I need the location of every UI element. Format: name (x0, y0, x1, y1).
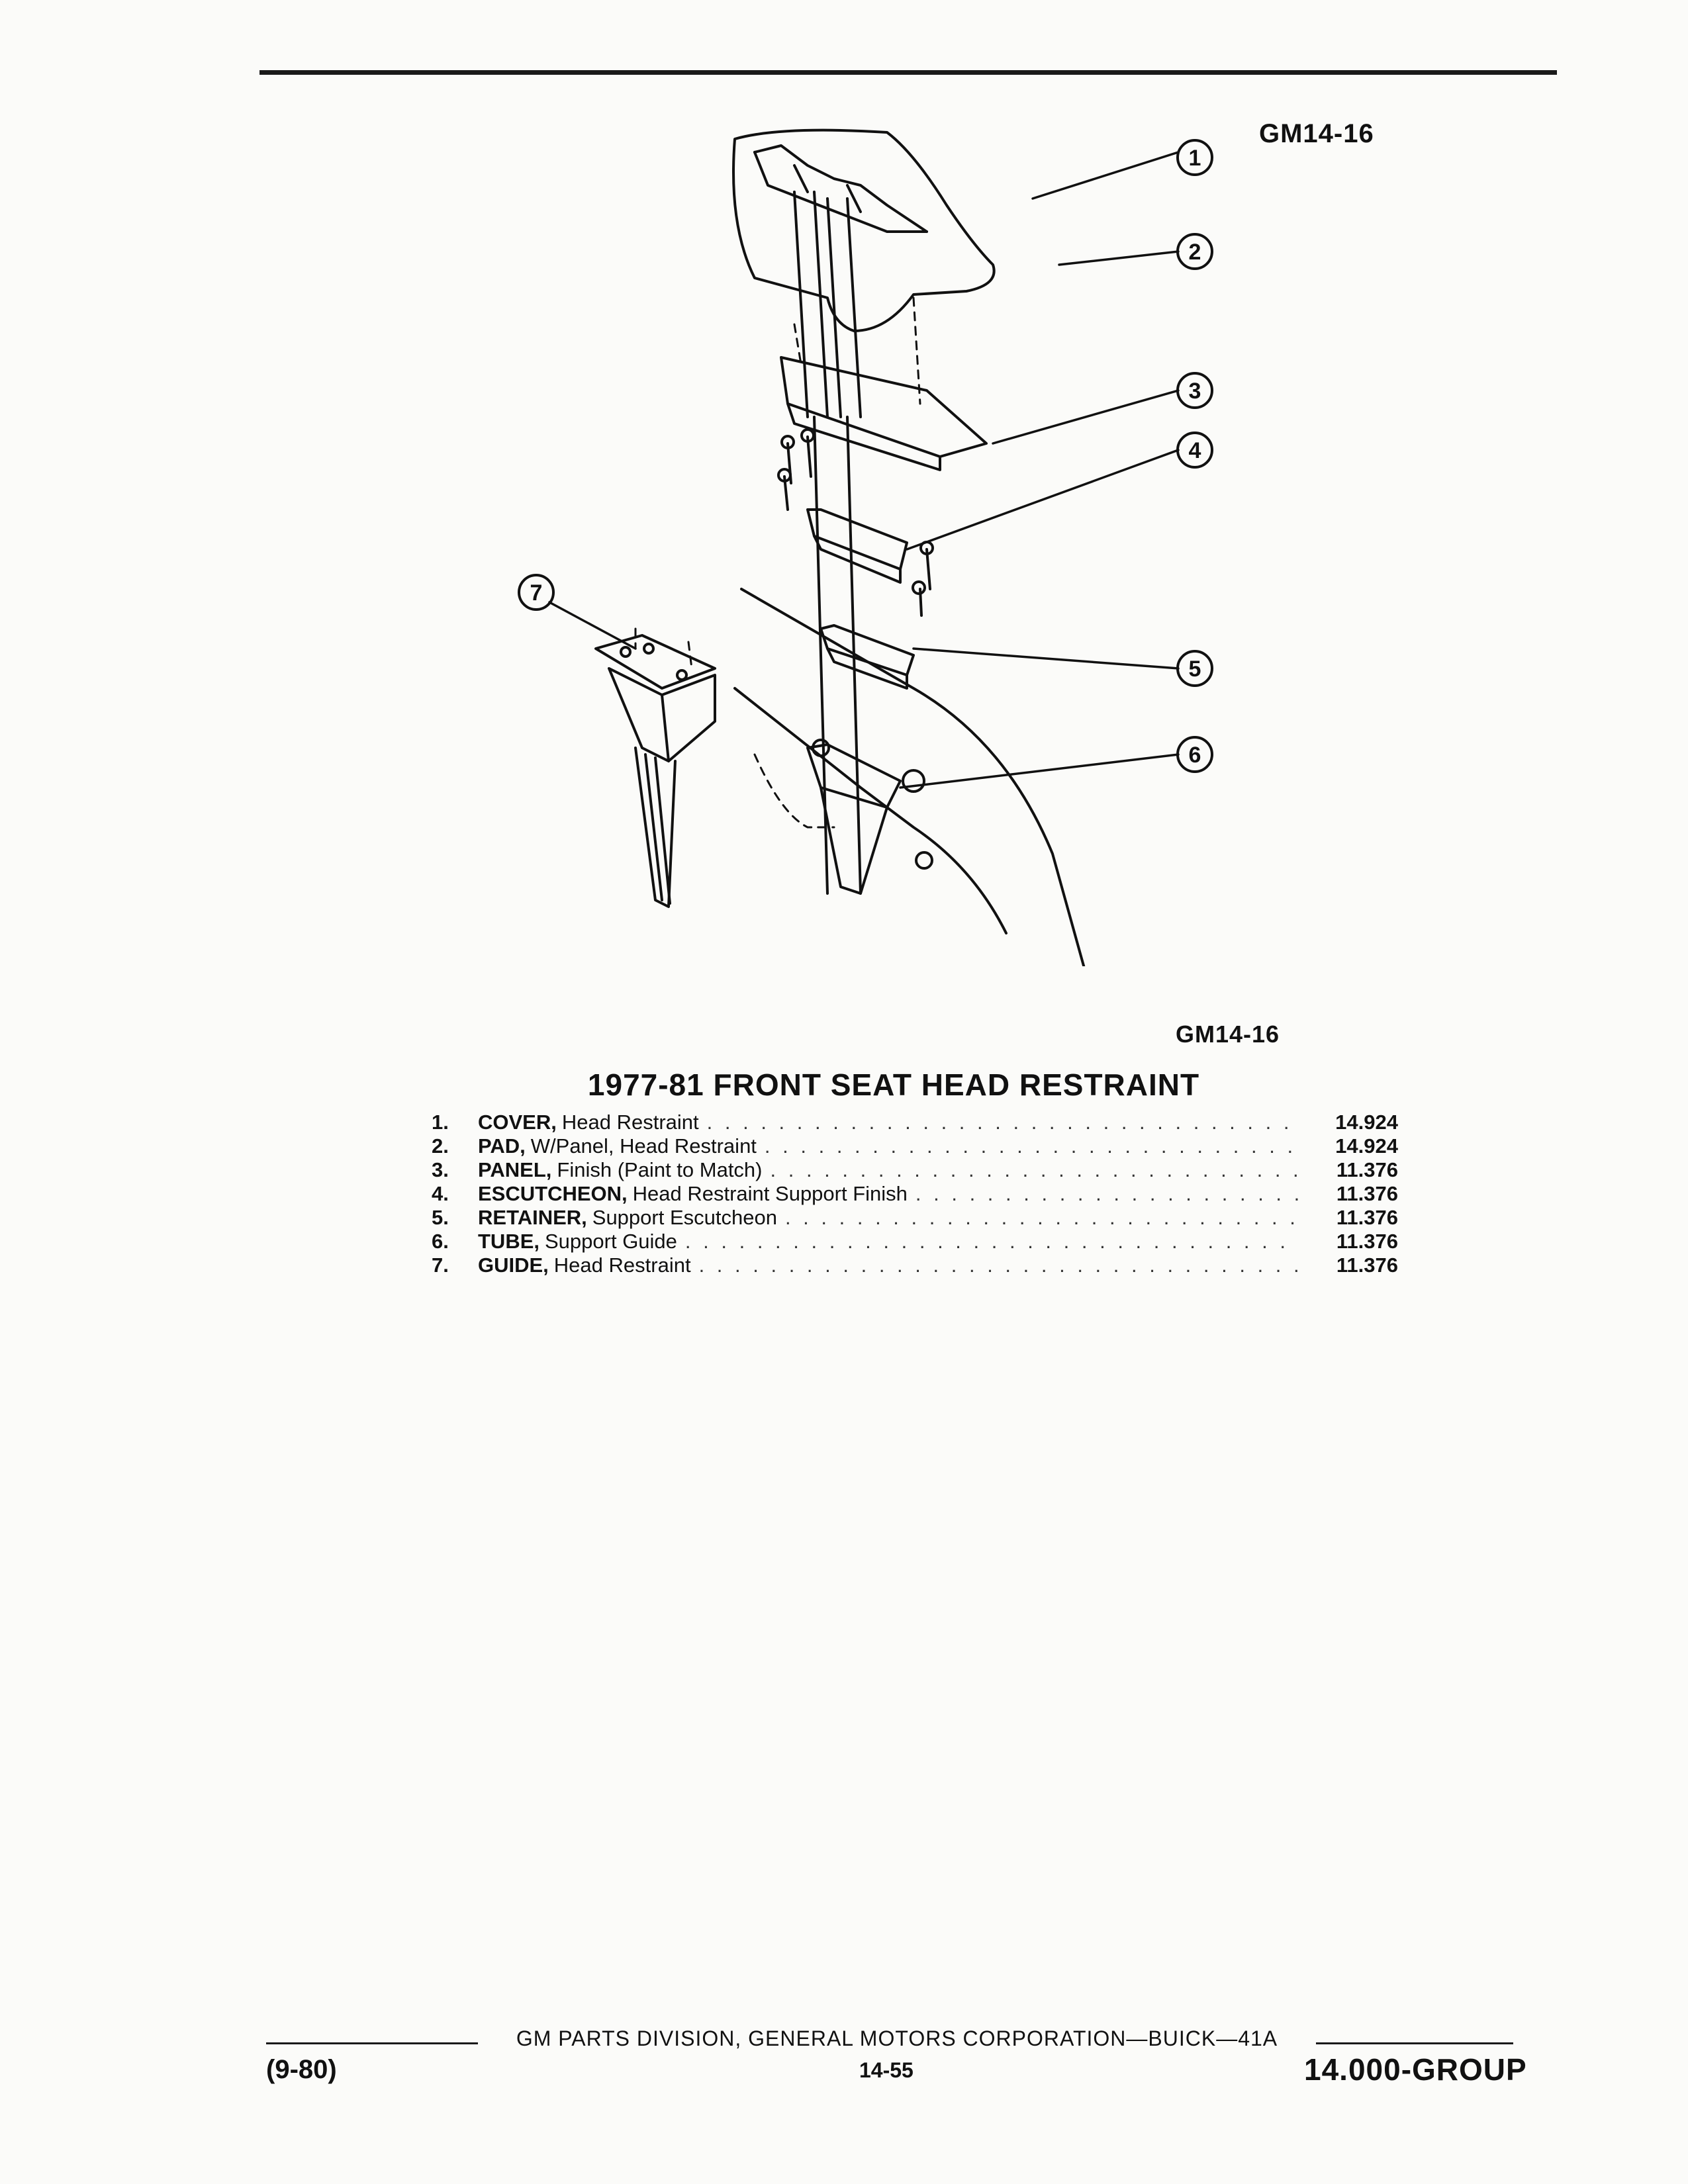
dot-leader (771, 1158, 1299, 1182)
footer-page-number: 14-55 (859, 2058, 914, 2082)
part-description: Head Restraint (553, 1253, 691, 1277)
part-description: Support Escutcheon (592, 1206, 777, 1229)
leader-lines (548, 151, 1180, 789)
part-number: 5. (432, 1206, 449, 1229)
callout-circle-3 (1176, 372, 1213, 409)
screws (777, 428, 934, 870)
part-name: COVER, (478, 1111, 557, 1134)
figure-code-bottom: GM14-16 (1176, 1021, 1280, 1048)
part-description: Support Guide (545, 1230, 677, 1253)
support-tubes (793, 191, 862, 895)
part-description: W/Panel, Head Restraint (530, 1134, 757, 1158)
tube-part (806, 743, 925, 895)
callout-circle-6 (1176, 736, 1213, 773)
callout-label-2: 2 (1189, 240, 1201, 265)
callout-circle-4 (1176, 432, 1213, 469)
cover-part (732, 128, 996, 332)
seat-back-outline (733, 588, 1086, 966)
guide-part (594, 634, 716, 908)
part-row: 2. PAD, W/Panel, Head Restraint 14.924 (432, 1134, 1398, 1158)
footer-group: 14.000-GROUP (1304, 2052, 1527, 2087)
part-description: Finish (Paint to Match) (557, 1158, 763, 1181)
callout-label-4: 4 (1189, 438, 1201, 463)
group-number: 11.376 (1336, 1230, 1398, 1253)
part-number: 3. (432, 1158, 449, 1181)
part-name: TUBE, (478, 1230, 539, 1253)
part-name: RETAINER, (478, 1206, 587, 1229)
exploded-parts-diagram: 1 2 3 4 5 6 7 (518, 128, 1213, 966)
part-name: ESCUTCHEON, (478, 1182, 628, 1205)
part-name: PAD, (478, 1134, 526, 1158)
footer-rule-left (266, 2042, 478, 2044)
figure-code-top: GM14-16 (1259, 119, 1374, 148)
group-number: 11.376 (1336, 1182, 1398, 1205)
dot-leader (707, 1111, 1299, 1134)
footer-publisher: GM PARTS DIVISION, GENERAL MOTORS CORPOR… (516, 2026, 1278, 2050)
part-number: 7. (432, 1253, 449, 1277)
alignment-lines (634, 296, 921, 829)
group-number: 11.376 (1336, 1158, 1398, 1181)
dot-leader (915, 1182, 1299, 1206)
callout-circle-1 (1176, 139, 1213, 176)
part-number: 2. (432, 1134, 449, 1158)
part-description: Head Restraint (561, 1111, 699, 1134)
callout-label-1: 1 (1189, 146, 1201, 171)
part-row: 7. GUIDE, Head Restraint 11.376 (432, 1253, 1398, 1277)
callout-circle-2 (1176, 233, 1213, 270)
part-name: PANEL, (478, 1158, 552, 1181)
part-number: 1. (432, 1111, 449, 1134)
part-description: Head Restraint Support Finish (632, 1182, 908, 1205)
part-row: 4. ESCUTCHEON, Head Restraint Support Fi… (432, 1182, 1398, 1206)
panel-part (780, 356, 988, 471)
part-row: 3. PANEL, Finish (Paint to Match) 11.376 (432, 1158, 1398, 1182)
part-row: 6. TUBE, Support Guide 11.376 (432, 1230, 1398, 1253)
dot-leader (699, 1253, 1299, 1277)
group-number: 14.924 (1335, 1111, 1398, 1134)
dot-leader (685, 1230, 1299, 1253)
callout-circle-7 (518, 574, 555, 611)
part-row: 1. COVER, Head Restraint 14.924 (432, 1111, 1398, 1134)
callout-label-5: 5 (1189, 657, 1201, 682)
group-number: 11.376 (1336, 1253, 1398, 1277)
dot-leader (785, 1206, 1299, 1230)
header-rule (259, 70, 1557, 75)
callout-circle-5 (1176, 650, 1213, 687)
footer-rule-right (1316, 2042, 1513, 2044)
group-number: 14.924 (1335, 1134, 1398, 1158)
part-number: 6. (432, 1230, 449, 1253)
part-number: 4. (432, 1182, 449, 1205)
callout-label-6: 6 (1189, 743, 1201, 768)
part-row: 5. RETAINER, Support Escutcheon 11.376 (432, 1206, 1398, 1230)
escutcheon-part (806, 508, 908, 584)
callout-label-7: 7 (530, 580, 543, 606)
part-name: GUIDE, (478, 1253, 549, 1277)
section-title: 1977-81 FRONT SEAT HEAD RESTRAINT (587, 1068, 1200, 1102)
retainer-part (820, 624, 915, 690)
group-number: 11.376 (1336, 1206, 1398, 1229)
callout-label-3: 3 (1189, 379, 1201, 404)
dot-leader (765, 1134, 1299, 1158)
parts-list: 1. COVER, Head Restraint 14.924 2. PAD, … (432, 1111, 1398, 1277)
footer-date: (9-80) (266, 2055, 337, 2084)
